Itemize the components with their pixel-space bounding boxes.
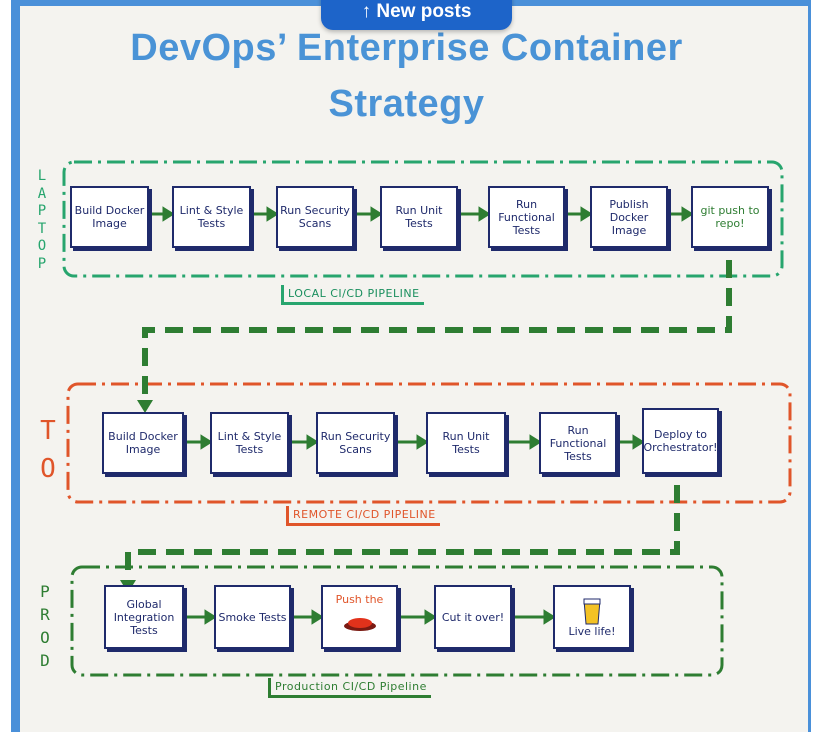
prod-step-cut-it-over: Cut it over! xyxy=(434,585,512,649)
laptop-step-publish-docker-image: Publish Docker Image xyxy=(590,186,668,248)
side-letter: R xyxy=(40,605,50,624)
to-step-lint-style-tests: Lint & Style Tests xyxy=(210,412,289,474)
flow-arrow-head xyxy=(311,609,324,625)
side-letter: T xyxy=(40,416,56,446)
side-letter: P xyxy=(37,255,47,272)
prod-lane-label: Production CI/CD Pipeline xyxy=(268,678,431,698)
flow-arrow-head xyxy=(162,206,175,222)
flow-arrow-head xyxy=(204,609,217,625)
flow-arrow-head xyxy=(370,206,383,222)
flow-arrow-head xyxy=(200,434,213,450)
connector-laptop-to-arrowhead xyxy=(137,400,153,413)
laptop-step-run-functional-tests: Run Functional Tests xyxy=(488,186,565,248)
flow-arrow-head xyxy=(424,609,437,625)
laptop-step-run-security-scans: Run Security Scans xyxy=(276,186,354,248)
side-letter: O xyxy=(40,628,50,647)
flow-arrow-head xyxy=(416,434,429,450)
laptop-lane-label: LOCAL CI/CD PIPELINE xyxy=(281,285,424,305)
to-step-deploy-to-orchestrator: Deploy to Orchestrator! xyxy=(642,408,719,474)
red-button-icon xyxy=(343,618,376,631)
prod-step-live-life: Live life! xyxy=(553,585,631,649)
prod-side-letters: P R O D xyxy=(36,580,54,672)
side-letter: D xyxy=(40,651,50,670)
prod-step-global-integration-tests: Global Integration Tests xyxy=(104,585,184,649)
laptop-step-lint-style-tests: Lint & Style Tests xyxy=(172,186,251,248)
connector-laptop-to xyxy=(142,260,732,405)
prod-lane-border xyxy=(70,565,724,677)
side-letter: P xyxy=(37,203,47,219)
flow-arrow-head xyxy=(529,434,542,450)
laptop-side-letters: L A P T O P xyxy=(34,168,50,273)
flow-arrow-head xyxy=(266,206,279,222)
side-letter: O xyxy=(37,238,47,254)
prod-step-smoke-tests: Smoke Tests xyxy=(214,585,291,649)
to-step-build-docker-image: Build Docker Image xyxy=(102,412,184,474)
to-lane-label: REMOTE CI/CD PIPELINE xyxy=(286,506,440,526)
live-life-label: Live life! xyxy=(568,624,616,638)
flow-arrow-head xyxy=(632,434,645,450)
side-letter: L xyxy=(37,168,47,184)
laptop-step-build-docker-image: Build Docker Image xyxy=(70,186,149,248)
to-side-letters: T O xyxy=(36,412,60,488)
laptop-step-git-push: git push to repo! xyxy=(691,186,769,248)
flow-arrow-head xyxy=(478,206,491,222)
side-letter: T xyxy=(37,220,47,237)
laptop-lane-border xyxy=(62,160,784,278)
laptop-step-run-unit-tests: Run Unit Tests xyxy=(380,186,458,248)
side-letter: A xyxy=(37,185,47,202)
beer-glass-icon xyxy=(583,598,601,624)
to-step-run-security-scans: Run Security Scans xyxy=(316,412,395,474)
diagram-title-line2: Strategy xyxy=(328,83,485,125)
flow-arrow-head xyxy=(543,609,556,625)
side-letter: P xyxy=(40,582,50,601)
to-lane-border xyxy=(66,382,792,504)
side-letter: O xyxy=(40,454,56,484)
to-step-run-functional-tests: Run Functional Tests xyxy=(539,412,617,474)
flow-arrow-head xyxy=(306,434,319,450)
new-posts-button[interactable]: ↑ New posts xyxy=(321,0,512,30)
flow-arrow-head xyxy=(681,206,694,222)
connector-to-prod xyxy=(125,485,680,585)
prod-step-push-the-button: Push the xyxy=(321,585,398,649)
flow-arrow-head xyxy=(580,206,593,222)
diagram-title-line1: DevOps’ Enterprise Container xyxy=(130,27,683,69)
to-step-run-unit-tests: Run Unit Tests xyxy=(426,412,506,474)
push-the-label: Push the xyxy=(335,593,384,606)
